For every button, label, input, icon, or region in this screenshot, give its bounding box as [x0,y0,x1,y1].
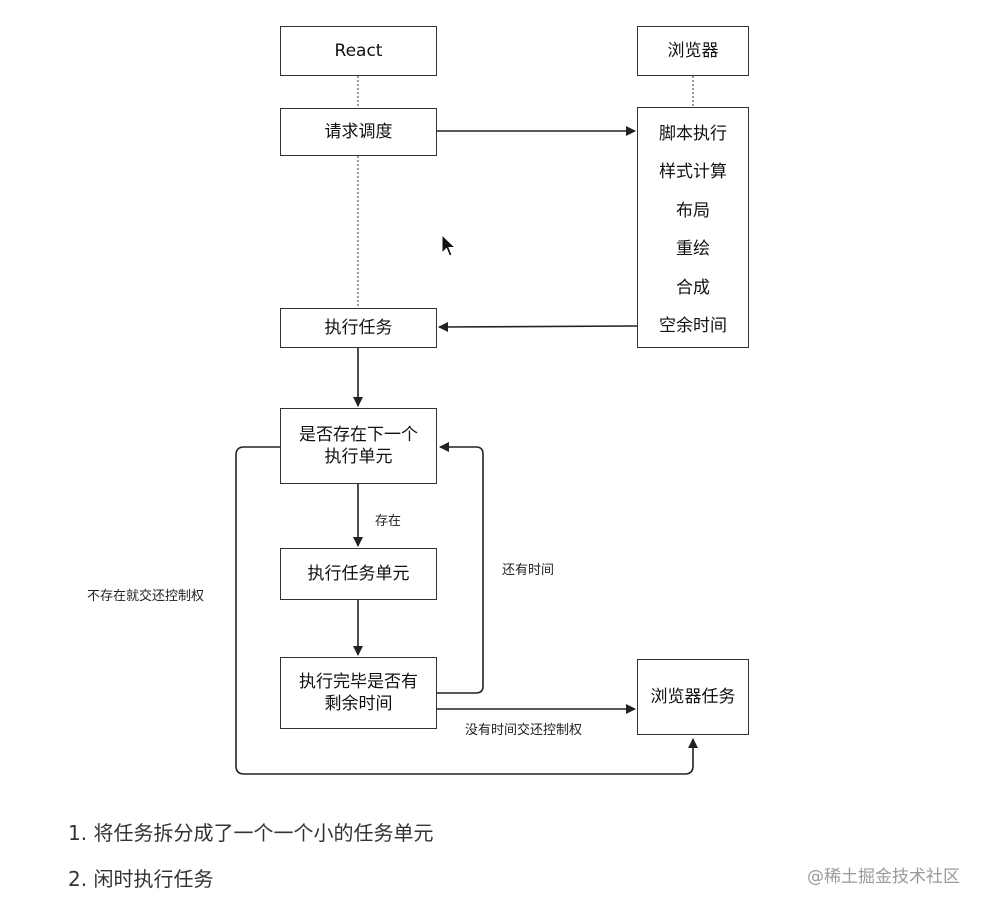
browser-step: 重绘 [676,239,710,260]
label-no-time: 没有时间交还控制权 [465,723,583,738]
browser-step: 布局 [676,200,710,221]
browser-step: 空余时间 [659,316,727,337]
browser-step: 脚本执行 [659,123,727,144]
request-schedule-box: 请求调度 [280,108,437,156]
note-1: 1. 将任务拆分成了一个一个小的任务单元 [68,821,434,845]
label-exists: 存在 [375,514,402,529]
label-not-exists: 不存在就交还控制权 [87,589,205,604]
done-remaining-box: 执行完毕是否有 剩余时间 [280,657,437,729]
has-next-unit-box: 是否存在下一个 执行单元 [280,408,437,484]
react-box: React [280,26,437,76]
browser-steps-box: 脚本执行 样式计算 布局 重绘 合成 空余时间 [637,107,749,348]
execute-task-box: 执行任务 [280,308,437,348]
arrow-loop-has-time [437,442,484,694]
browser-step: 样式计算 [659,162,727,183]
mouse-cursor-icon [441,234,457,257]
watermark: @稀土掘金技术社区 [807,867,960,887]
label-has-time: 还有时间 [502,563,555,578]
browser-task-box: 浏览器任务 [637,659,749,735]
execute-unit-box: 执行任务单元 [280,548,437,600]
browser-box: 浏览器 [637,26,749,76]
arrow-idle-to-execute [438,321,638,332]
arrow-not-exists [235,446,698,775]
note-2: 2. 闲时执行任务 [68,867,214,891]
browser-step: 合成 [676,277,710,298]
